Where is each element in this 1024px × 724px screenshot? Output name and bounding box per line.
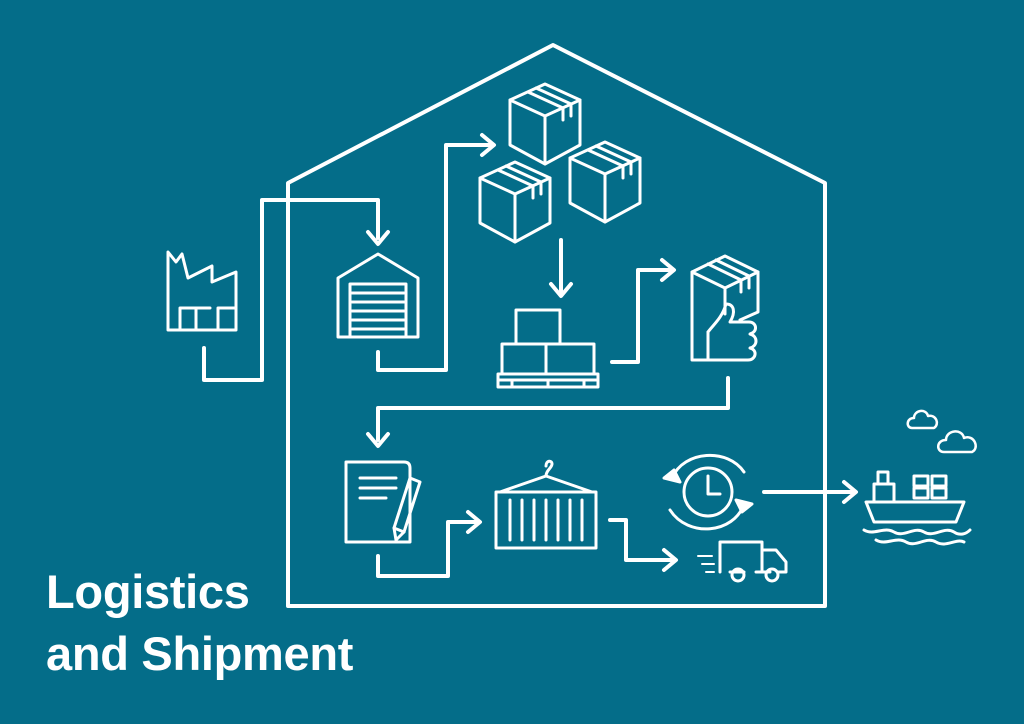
arrowhead [366,432,390,448]
flow-arrow-document-to-container [376,520,478,578]
hand-holding-box-icon [690,254,760,362]
arrowhead [549,282,573,298]
document-pencil-icon [344,460,422,544]
delivery-truck-icon [697,540,788,583]
clock-cycle-icon [662,453,754,531]
arrowhead [466,510,482,534]
cargo-ship-icon [862,470,972,546]
shipping-container-icon [494,459,598,550]
arrowhead [662,548,678,572]
title-line-1: Logistics [46,565,250,618]
garage-warehouse-icon [336,252,420,339]
pallet-icon [496,308,600,389]
warehouse-outline [286,43,827,608]
flow-arrow-pallet-to-hand [610,268,672,364]
arrowhead [366,230,390,246]
stacked-boxes-icon [478,82,642,244]
arrowhead [842,480,858,504]
flow-arrow-warehouse-to-boxes [376,143,492,372]
title-line-2: and Shipment [46,627,354,680]
flow-arrow-container-to-truck [608,518,674,562]
arrowhead [480,133,496,157]
flow-arrow-factory-to-warehouse [202,198,380,382]
clouds-icon [906,409,977,454]
factory-icon [166,250,238,332]
arrowhead [660,258,676,282]
flow-arrow-hand-to-document [376,376,730,442]
